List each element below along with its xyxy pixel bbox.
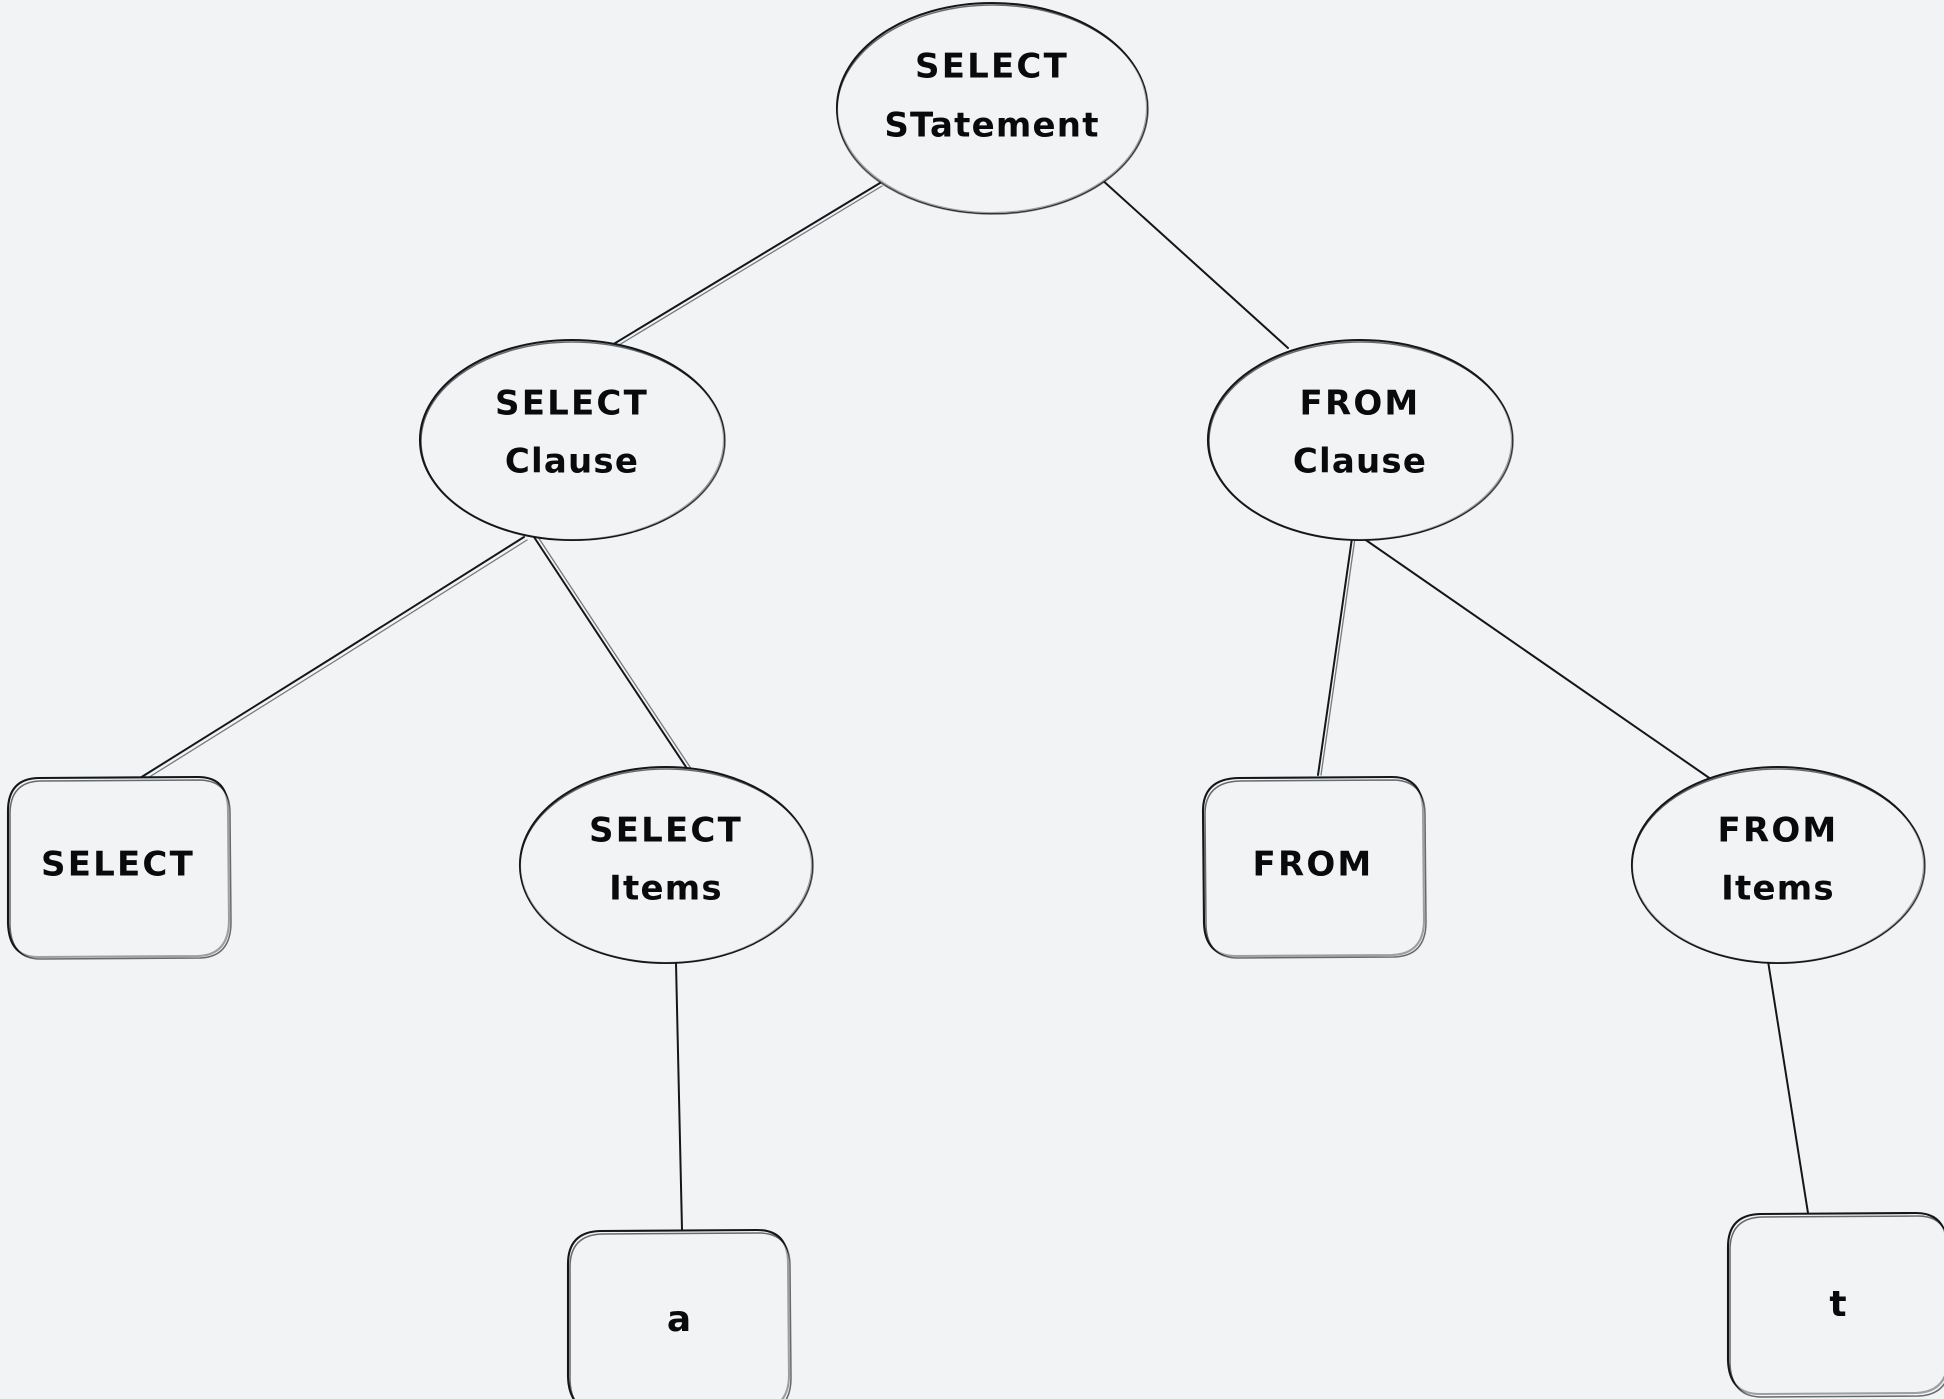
node-a-terminal[interactable]: a xyxy=(566,1228,792,1399)
edge-fromclause-fromitems xyxy=(1359,535,1719,785)
edge-selectclause-select-terminal xyxy=(139,536,528,782)
node-from-clause[interactable]: FROM Clause xyxy=(1206,338,1514,542)
node-label-text: FROM xyxy=(1253,845,1374,885)
node-label-line1: SELECT xyxy=(495,384,649,424)
node-label-line2: Clause xyxy=(1293,442,1427,482)
edge-fromclause-from-terminal xyxy=(1317,537,1356,776)
node-label-line2: STatement xyxy=(884,106,1099,146)
node-label-line2: Items xyxy=(1721,869,1835,909)
node-label-line1: FROM xyxy=(1300,384,1421,424)
node-select-items[interactable]: SELECT Items xyxy=(518,765,814,965)
edge-fromitems-t-terminal xyxy=(1767,960,1809,1214)
node-t-terminal[interactable]: t xyxy=(1726,1211,1944,1398)
node-select-terminal[interactable]: SELECT xyxy=(6,775,232,960)
node-from-terminal[interactable]: FROM xyxy=(1201,775,1427,959)
edge-selectitems-a-terminal xyxy=(675,962,683,1231)
node-label-text: a xyxy=(667,1299,691,1340)
node-from-items[interactable]: FROM Items xyxy=(1630,765,1926,965)
node-label-line2: Items xyxy=(609,869,723,909)
node-label-line1: SELECT xyxy=(915,47,1069,87)
node-label-text: SELECT xyxy=(41,845,195,885)
edge-selectclause-selectitems xyxy=(533,536,693,771)
node-label-line2: Clause xyxy=(505,442,639,482)
node-select-statement[interactable]: SELECT STatement xyxy=(835,1,1149,215)
node-label-line1: SELECT xyxy=(589,811,743,851)
node-label-text: t xyxy=(1829,1284,1846,1325)
node-select-clause[interactable]: SELECT Clause xyxy=(418,338,726,542)
node-label-line1: FROM xyxy=(1718,811,1839,851)
edge-stmt-selectclause xyxy=(611,182,883,349)
edge-stmt-fromclause xyxy=(1099,177,1289,349)
edge-layer xyxy=(139,177,1809,1231)
